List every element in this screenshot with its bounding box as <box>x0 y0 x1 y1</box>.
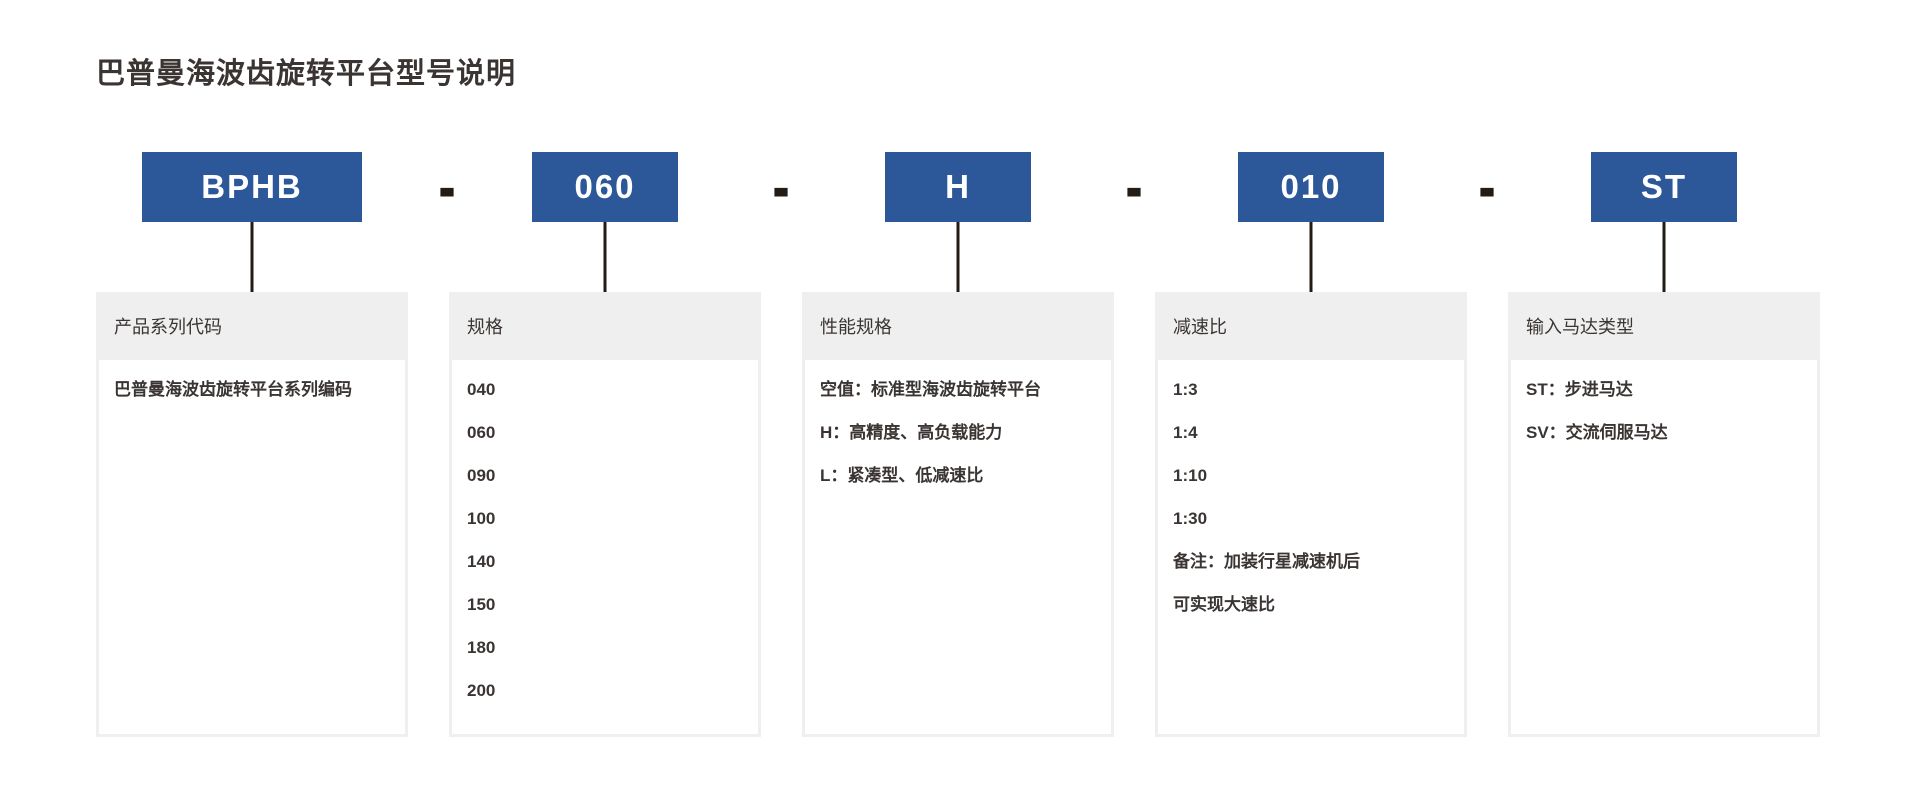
card-line: ST：步进马达 <box>1526 380 1633 399</box>
card-line: 巴普曼海波齿旋转平台系列编码 <box>114 380 352 399</box>
card-line: 040 <box>467 380 496 399</box>
card-line: L：紧凑型、低减速比 <box>820 466 984 485</box>
card-line: 090 <box>467 466 496 485</box>
card-line: 150 <box>467 595 496 614</box>
segment-code: H <box>945 168 971 205</box>
card-line: 140 <box>467 552 496 571</box>
card-line: 1:3 <box>1173 380 1198 399</box>
page-title: 巴普曼海波齿旋转平台型号说明 <box>96 58 517 90</box>
card-header: 产品系列代码 <box>96 292 408 360</box>
code-separator: - <box>772 146 790 228</box>
segment-code-box: BPHB <box>142 152 362 222</box>
card-line: 可实现大速比 <box>1173 595 1275 614</box>
card-header: 减速比 <box>1155 292 1467 360</box>
card-body: 040 060 090 100 140 150 180 200 <box>449 360 761 737</box>
segment-code-box: H <box>885 152 1031 222</box>
card-line: 1:30 <box>1173 509 1208 528</box>
card-body: 空值：标准型海波齿旋转平台 H：高精度、高负载能力 L：紧凑型、低减速比 <box>802 360 1114 737</box>
segment-code: 010 <box>1280 168 1342 205</box>
connector-line <box>250 222 254 292</box>
card-line: 备注：加装行星减速机后 <box>1173 552 1360 571</box>
segment-code: 060 <box>574 168 636 205</box>
card-title: 规格 <box>467 317 503 337</box>
card-line: H：高精度、高负载能力 <box>820 423 1003 442</box>
card-header: 性能规格 <box>802 292 1114 360</box>
card-line: 100 <box>467 509 496 528</box>
connector-line <box>1662 222 1666 292</box>
connector-line <box>1309 222 1313 292</box>
segment-code: BPHB <box>201 168 303 205</box>
segment-code-box: 010 <box>1238 152 1384 222</box>
card-line: 200 <box>467 681 496 700</box>
segment-code-box: 060 <box>532 152 678 222</box>
segment-code: ST <box>1640 168 1688 205</box>
segment-card: 减速比 1:3 1:4 1:10 1:30 备注：加装行星减速机后可实现大速比 <box>1155 292 1467 737</box>
connector-line <box>603 222 607 292</box>
segment-card: 性能规格 空值：标准型海波齿旋转平台 H：高精度、高负载能力 L：紧凑型、低减速比 <box>802 292 1114 737</box>
code-separator: - <box>1478 146 1496 228</box>
card-title: 输入马达类型 <box>1526 317 1634 337</box>
card-title: 产品系列代码 <box>114 317 222 337</box>
card-body: 1:3 1:4 1:10 1:30 备注：加装行星减速机后可实现大速比 <box>1155 360 1467 737</box>
segment-card: 规格 040 060 090 100 140 150 180 200 <box>449 292 761 737</box>
card-title: 减速比 <box>1173 317 1227 337</box>
code-separator: - <box>438 146 456 228</box>
segment-card: 产品系列代码 巴普曼海波齿旋转平台系列编码 <box>96 292 408 737</box>
card-line: 1:10 <box>1173 466 1208 485</box>
card-header: 规格 <box>449 292 761 360</box>
card-line: SV：交流伺服马达 <box>1526 423 1668 442</box>
card-line: 1:4 <box>1173 423 1198 442</box>
card-header: 输入马达类型 <box>1508 292 1820 360</box>
card-line: 180 <box>467 638 496 657</box>
segment-card: 输入马达类型 ST：步进马达 SV：交流伺服马达 <box>1508 292 1820 737</box>
card-line: 060 <box>467 423 496 442</box>
card-line: 空值：标准型海波齿旋转平台 <box>820 380 1041 399</box>
card-body: 巴普曼海波齿旋转平台系列编码 <box>96 360 408 737</box>
code-separator: - <box>1125 146 1143 228</box>
card-title: 性能规格 <box>820 317 892 337</box>
segment-code-box: ST <box>1591 152 1737 222</box>
connector-line <box>956 222 960 292</box>
card-body: ST：步进马达 SV：交流伺服马达 <box>1508 360 1820 737</box>
